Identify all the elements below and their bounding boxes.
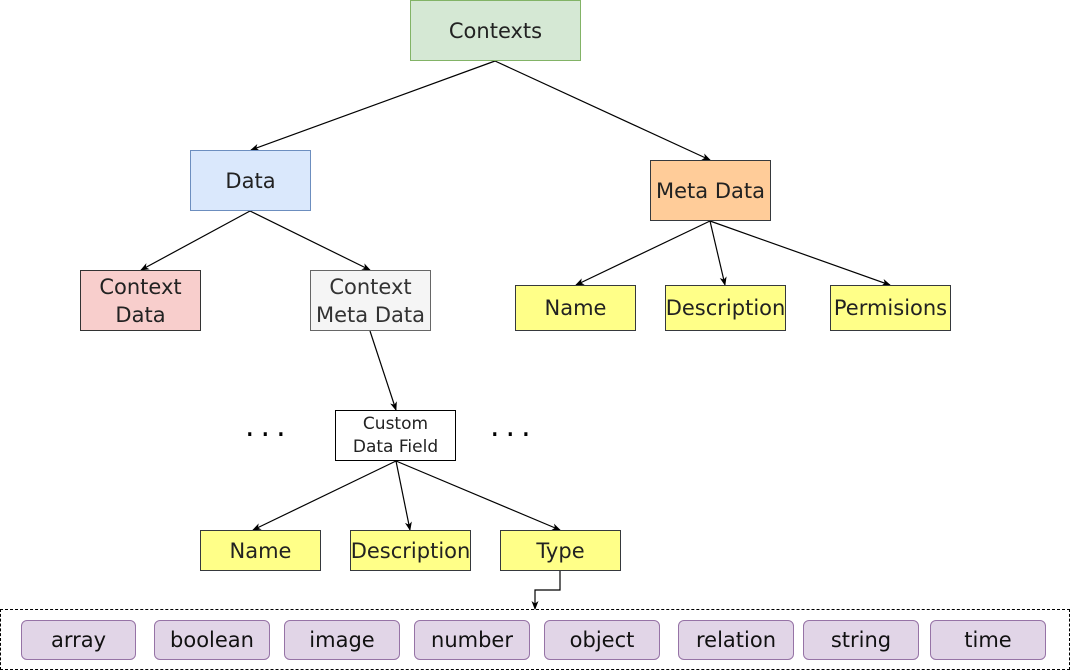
edge-contexts-metadata xyxy=(494,60,711,161)
type-array[interactable]: array xyxy=(21,620,136,660)
edge-data-contextmetadata xyxy=(249,210,371,271)
ellipsis-right: ... xyxy=(490,409,537,444)
node-meta-name-label: Name xyxy=(544,296,607,320)
node-contexts-label: Contexts xyxy=(448,18,543,43)
edge-metadata-name xyxy=(575,220,711,286)
node-meta-data-label: Meta Data xyxy=(656,178,765,203)
types-container xyxy=(0,609,1070,670)
node-context-meta-data-line2: Meta Data xyxy=(316,302,425,327)
type-relation[interactable]: relation xyxy=(678,620,794,660)
node-custom-data-field-line2: Data Field xyxy=(352,436,439,457)
edge-data-contextdata xyxy=(140,210,251,271)
type-object[interactable]: object xyxy=(544,620,660,660)
type-string[interactable]: string xyxy=(803,620,919,660)
node-field-description[interactable]: Description xyxy=(350,530,471,571)
node-field-name-label: Name xyxy=(229,538,292,563)
edge-metadata-description xyxy=(709,220,727,286)
node-context-data-line2: Data xyxy=(115,302,166,327)
node-meta-name[interactable]: Name xyxy=(515,285,636,331)
edge-customfield-name xyxy=(252,460,397,531)
node-context-meta-data-line1: Context xyxy=(329,274,412,299)
type-image[interactable]: image xyxy=(284,620,400,660)
edge-customfield-type xyxy=(395,460,561,531)
node-context-meta-data[interactable]: Context Meta Data xyxy=(310,270,431,331)
type-boolean[interactable]: boolean xyxy=(154,620,270,660)
edge-contextmetadata-customfield xyxy=(369,330,397,411)
node-field-type-label: Type xyxy=(536,538,585,563)
type-number[interactable]: number xyxy=(414,620,530,660)
node-field-name[interactable]: Name xyxy=(200,530,321,571)
node-custom-data-field[interactable]: Custom Data Field xyxy=(335,410,456,461)
edge-metadata-permisions xyxy=(709,220,891,286)
node-custom-data-field-line1: Custom xyxy=(362,413,429,434)
node-context-data-line1: Context xyxy=(99,274,182,299)
node-meta-permisions[interactable]: Permisions xyxy=(830,285,951,331)
node-data[interactable]: Data xyxy=(190,150,311,211)
node-data-label: Data xyxy=(225,168,276,193)
node-meta-description-label: Description xyxy=(665,296,786,320)
node-meta-data[interactable]: Meta Data xyxy=(650,160,771,221)
node-context-data[interactable]: Context Data xyxy=(80,270,201,331)
node-contexts[interactable]: Contexts xyxy=(410,0,581,61)
edge-type-types xyxy=(531,571,561,610)
node-meta-permisions-label: Permisions xyxy=(833,296,948,320)
node-field-type[interactable]: Type xyxy=(500,530,621,571)
edge-contexts-data xyxy=(250,60,496,151)
node-meta-description[interactable]: Description xyxy=(665,285,786,331)
edge-customfield-description xyxy=(395,460,412,531)
node-field-description-label: Description xyxy=(350,538,471,563)
type-time[interactable]: time xyxy=(930,620,1046,660)
ellipsis-left: ... xyxy=(245,409,292,444)
